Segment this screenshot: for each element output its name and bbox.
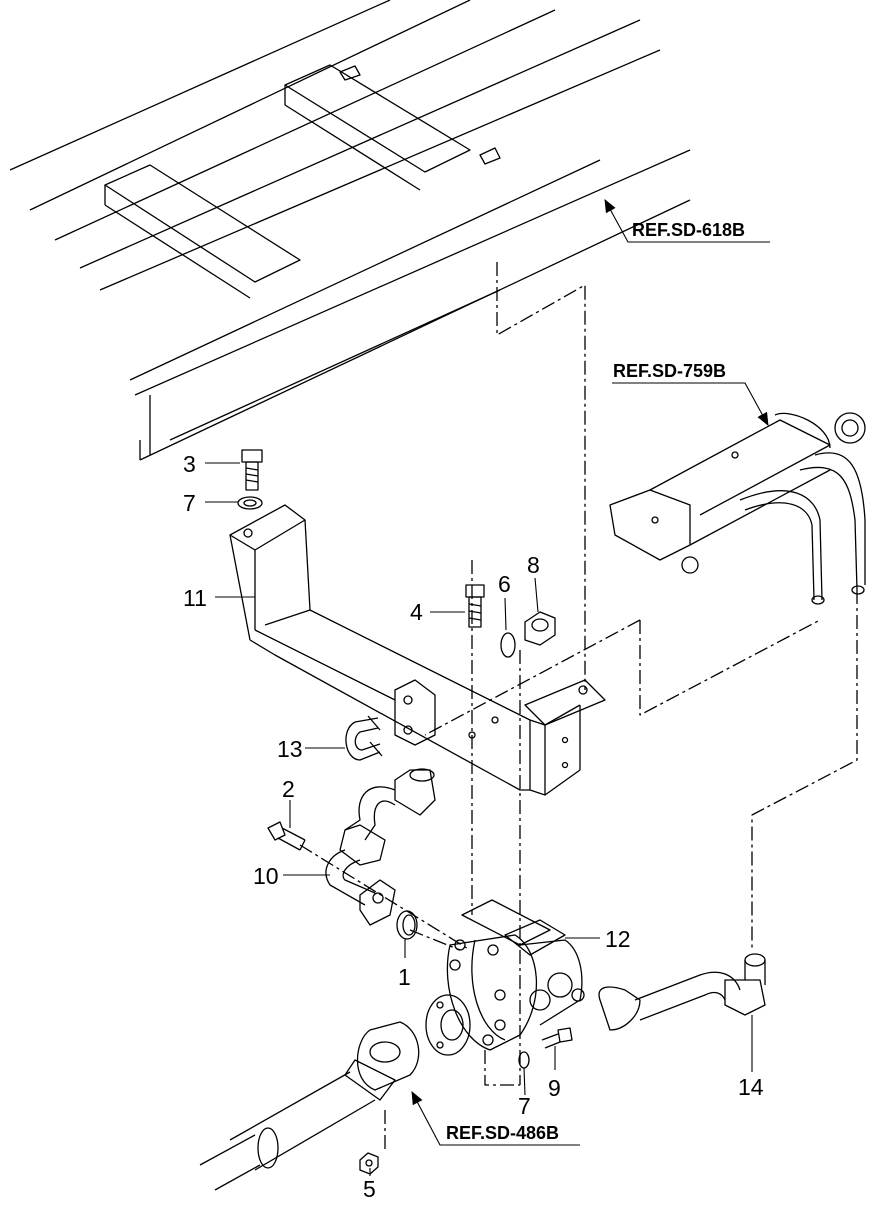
callout-5: 5 <box>363 1176 376 1202</box>
callout-7-bottom: 7 <box>518 1093 531 1119</box>
callout-9: 9 <box>548 1075 561 1101</box>
washer-6 <box>500 632 516 658</box>
callout-labels: 3 7 11 4 6 8 13 2 10 1 12 9 7 14 5 <box>183 451 764 1202</box>
callout-7-top: 7 <box>183 490 196 516</box>
o-ring-1 <box>396 910 418 940</box>
callout-3: 3 <box>183 451 196 477</box>
reference-labels: REF.SD-618B REF.SD-759B REF.SD-486B <box>446 220 745 1143</box>
bolt-3 <box>241 449 263 491</box>
callout-8: 8 <box>527 552 540 578</box>
mounting-bracket <box>229 504 606 796</box>
hose-14 <box>598 953 766 1031</box>
callout-4: 4 <box>410 599 423 625</box>
ref-driveshaft: REF.SD-486B <box>446 1123 559 1143</box>
callout-11: 11 <box>183 585 207 611</box>
washer-7-top <box>237 496 263 510</box>
callout-14: 14 <box>738 1074 764 1100</box>
ref-frame: REF.SD-618B <box>632 220 745 240</box>
leader-lines <box>205 199 770 1176</box>
callout-12: 12 <box>605 926 631 952</box>
u-bolt-13 <box>345 715 383 761</box>
callout-6: 6 <box>498 571 511 597</box>
callout-2: 2 <box>282 776 295 802</box>
nut-8 <box>524 611 556 646</box>
vehicle-frame <box>9 0 691 461</box>
bolt-2 <box>267 821 306 851</box>
callout-13: 13 <box>277 736 303 762</box>
driveshaft <box>199 1021 420 1191</box>
hose-10 <box>325 768 436 926</box>
nut-5 <box>359 1152 379 1175</box>
bolt-4 <box>465 584 485 628</box>
callout-10: 10 <box>253 863 279 889</box>
ref-cylinder: REF.SD-759B <box>613 361 726 381</box>
pump-12 <box>425 899 585 1056</box>
callout-1: 1 <box>398 964 411 990</box>
bolt-9 <box>541 1027 573 1049</box>
hydraulic-cylinder <box>609 412 866 605</box>
